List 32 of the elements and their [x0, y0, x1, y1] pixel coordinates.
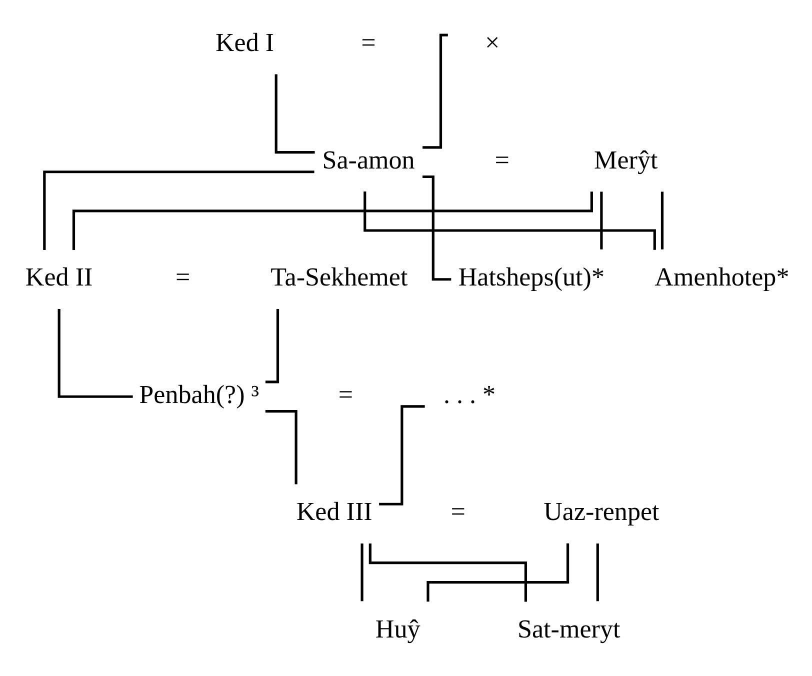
label: =	[338, 380, 354, 409]
node-text: Penbah(?) ³	[139, 380, 260, 409]
connector	[660, 192, 664, 250]
node-text: Ked II	[25, 262, 93, 292]
node-text: Sat-meryt	[518, 614, 620, 644]
connector	[596, 544, 599, 602]
connector	[368, 543, 528, 602]
connector	[600, 192, 603, 250]
connector	[426, 543, 570, 602]
node-text: Ked I	[215, 28, 274, 58]
connector	[274, 74, 315, 154]
node-text: Hatsheps(ut)*	[458, 262, 604, 292]
connector	[379, 405, 425, 506]
node-text: Uaz-renpet	[544, 497, 660, 526]
connector	[265, 410, 298, 484]
node-text: Amenhotep*	[654, 262, 790, 292]
label: =	[361, 28, 376, 58]
node-text: Sa-amon	[322, 145, 415, 174]
label: =	[176, 262, 190, 292]
label: =	[494, 145, 510, 174]
node-text: . . . *	[443, 380, 496, 409]
label: =	[450, 497, 466, 526]
connector	[58, 308, 133, 398]
connector	[43, 170, 314, 250]
node-text: Ked III	[296, 497, 372, 526]
connector	[360, 544, 364, 602]
node-text: Merŷt	[594, 145, 658, 174]
connector	[72, 192, 593, 250]
node-text: ×	[484, 28, 500, 58]
node-text: Huŷ	[375, 614, 420, 644]
connector	[364, 192, 656, 250]
node-text: Ta-Sekhemet	[270, 262, 408, 292]
